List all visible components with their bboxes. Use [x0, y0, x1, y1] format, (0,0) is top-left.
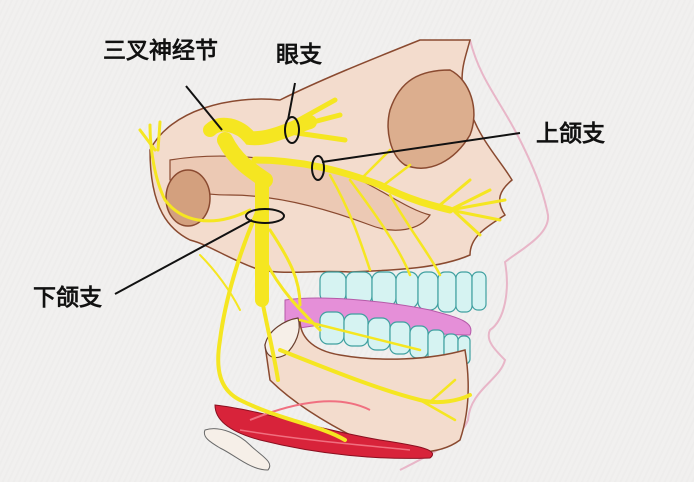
- label-trigeminal-ganglion: 三叉神经节: [103, 38, 218, 64]
- skin-profile-outline: [399, 39, 550, 471]
- hyoid-bone: [203, 428, 271, 471]
- label-maxillary-branch: 上颌支: [536, 121, 605, 147]
- leader-lines: [114, 82, 521, 295]
- label-ophthalmic-branch: 眼支: [276, 42, 322, 68]
- label-mandibular-branch: 下颌支: [33, 285, 102, 311]
